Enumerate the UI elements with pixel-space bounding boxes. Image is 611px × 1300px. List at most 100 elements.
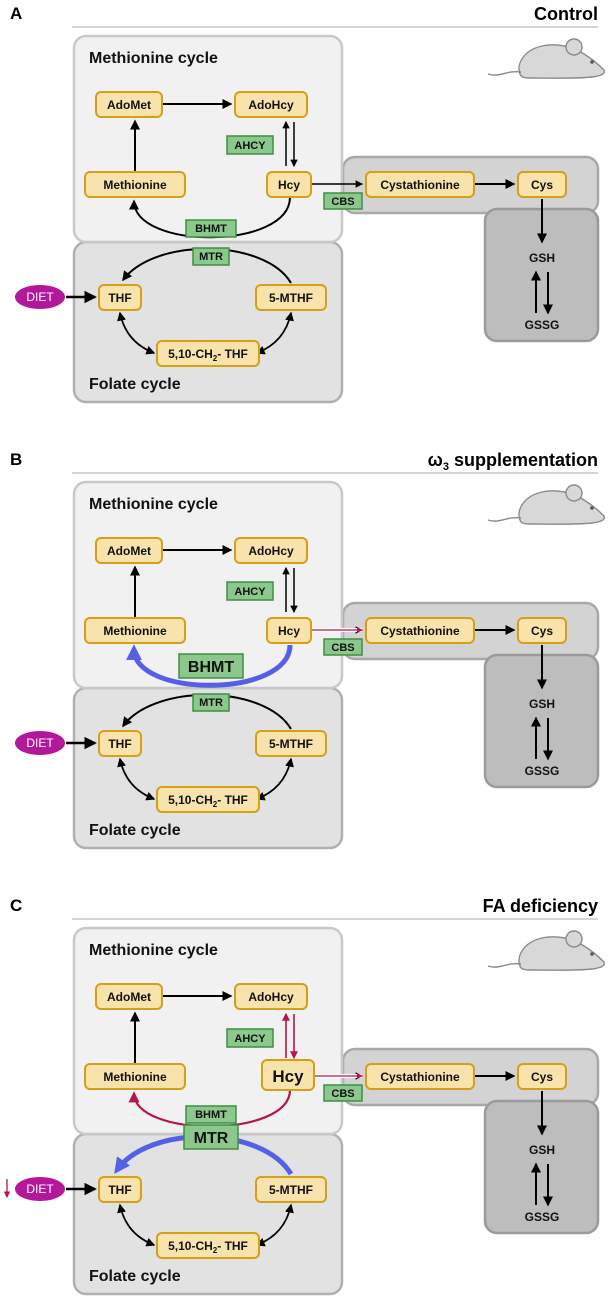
svg-text:CBS: CBS [331, 642, 354, 654]
svg-text:Cystathionine: Cystathionine [380, 1070, 460, 1084]
node-adohcy: AdoHcy [234, 983, 308, 1010]
node-cys: Cys [517, 1063, 567, 1090]
arrow-bhmt-enhanced [126, 644, 293, 688]
arrow-mthf-ch2thf [255, 757, 294, 801]
svg-text:Cys: Cys [531, 178, 553, 192]
folate-cycle-label: Folate cycle [89, 1268, 181, 1285]
svg-text:Methionine: Methionine [103, 1070, 167, 1084]
methionine-cycle-label: Methionine cycle [89, 496, 218, 513]
svg-text:BHMT: BHMT [195, 1109, 227, 1121]
node-gsh: GSH [529, 251, 555, 265]
svg-text:AHCY: AHCY [234, 586, 266, 598]
node-thf: THF [98, 1176, 142, 1203]
svg-text:AdoHcy: AdoHcy [248, 544, 294, 558]
panel-title: ω3 supplementation [428, 450, 598, 473]
node-cys: Cys [517, 171, 567, 198]
node-5-mthf: 5-MTHF [255, 1176, 327, 1203]
node-5-mthf: 5-MTHF [255, 730, 327, 757]
node-adomet: AdoMet [95, 91, 163, 118]
folate-cycle-label: Folate cycle [89, 376, 181, 393]
panel-a: Methionine cycle Folate cycle AdoMet Ado… [10, 4, 606, 404]
node-methionine: Methionine [84, 171, 186, 198]
svg-text:AdoMet: AdoMet [107, 990, 151, 1004]
node-cystathionine: Cystathionine [365, 1063, 475, 1090]
svg-text:Cys: Cys [531, 624, 553, 638]
enzyme-ahcy: AHCY [226, 1028, 274, 1048]
node-gsh: GSH [529, 697, 555, 711]
svg-text:Hcy: Hcy [278, 178, 300, 192]
arrow-mthf-ch2thf [255, 311, 294, 355]
diet-badge: DIET [15, 1177, 65, 1201]
enzyme-bhmt: BHMT [185, 1105, 237, 1124]
diet-badge: DIET [15, 285, 65, 309]
node-cystathionine: Cystathionine [365, 617, 475, 644]
node-adohcy: AdoHcy [234, 537, 308, 564]
svg-text:5-MTHF: 5-MTHF [269, 737, 313, 751]
mouse-icon [487, 484, 606, 525]
svg-text:AdoMet: AdoMet [107, 98, 151, 112]
svg-text:Hcy: Hcy [272, 1067, 304, 1086]
node-cys: Cys [517, 617, 567, 644]
svg-text:AHCY: AHCY [234, 140, 266, 152]
svg-text:MTR: MTR [199, 251, 223, 263]
svg-text:AdoHcy: AdoHcy [248, 990, 294, 1004]
svg-text:Hcy: Hcy [278, 624, 300, 638]
svg-text:AHCY: AHCY [234, 1033, 266, 1045]
node-gssg: GSSG [525, 1210, 560, 1224]
panel-layout: Methionine cycle Folate cycle AdoMet Ado… [15, 26, 606, 404]
node-adohcy: AdoHcy [234, 91, 308, 118]
enzyme-mtr-enlarged: MTR [183, 1124, 239, 1150]
svg-text:THF: THF [108, 1183, 131, 1197]
node-thf: THF [98, 730, 142, 757]
mouse-icon [487, 38, 606, 79]
node-gssg: GSSG [525, 764, 560, 778]
panel-title: Control [534, 4, 598, 24]
svg-text:DIET: DIET [26, 736, 54, 750]
panel-c: Methionine cycle Folate cycle AdoMet Ado… [3, 896, 606, 1296]
node-5-10-ch2-thf: 5,10-CH2- THF [156, 340, 260, 367]
svg-text:Cystathionine: Cystathionine [380, 178, 460, 192]
node-5-10-ch2-thf: 5,10-CH2- THF [156, 1232, 260, 1259]
methionine-cycle-label: Methionine cycle [89, 942, 218, 959]
node-hcy-enlarged: Hcy [261, 1059, 315, 1091]
svg-text:5,10-CH2- THF: 5,10-CH2- THF [168, 793, 248, 809]
node-methionine: Methionine [84, 1063, 186, 1090]
svg-text:Methionine: Methionine [103, 178, 167, 192]
enzyme-mtr: MTR [192, 693, 230, 712]
svg-text:AdoHcy: AdoHcy [248, 98, 294, 112]
svg-text:5-MTHF: 5-MTHF [269, 291, 313, 305]
node-methionine: Methionine [84, 617, 186, 644]
arrow-thf-ch2thf [117, 757, 156, 801]
svg-text:THF: THF [108, 291, 131, 305]
panel-letter: C [10, 896, 22, 915]
node-thf: THF [98, 284, 142, 311]
node-gsh: GSH [529, 1143, 555, 1157]
svg-text:DIET: DIET [26, 290, 54, 304]
methionine-cycle-label: Methionine cycle [89, 50, 218, 67]
svg-text:AdoMet: AdoMet [107, 544, 151, 558]
mouse-icon [487, 930, 606, 971]
svg-text:THF: THF [108, 737, 131, 751]
svg-text:Cys: Cys [531, 1070, 553, 1084]
enzyme-bhmt: BHMT [185, 219, 237, 238]
panel-layout: Methionine cycle Folate cycle AdoMet Ado… [15, 918, 606, 1296]
svg-text:BHMT: BHMT [188, 659, 234, 676]
panel-layout: Methionine cycle Folate cycle AdoMet Ado… [15, 472, 606, 850]
enzyme-cbs: CBS [323, 638, 363, 656]
enzyme-cbs: CBS [323, 192, 363, 210]
arrow-mthf-ch2thf [255, 1203, 294, 1247]
svg-text:5,10-CH2- THF: 5,10-CH2- THF [168, 347, 248, 363]
svg-text:CBS: CBS [331, 196, 354, 208]
node-hcy: Hcy [266, 171, 312, 198]
svg-text:Methionine: Methionine [103, 624, 167, 638]
panel-letter: B [10, 450, 22, 469]
svg-text:MTR: MTR [199, 697, 223, 709]
arrow-thf-ch2thf [117, 1203, 156, 1247]
enzyme-cbs: CBS [323, 1084, 363, 1102]
panel-title: FA deficiency [483, 896, 598, 916]
node-adomet: AdoMet [95, 537, 163, 564]
svg-text:BHMT: BHMT [195, 223, 227, 235]
svg-text:Cystathionine: Cystathionine [380, 624, 460, 638]
node-adomet: AdoMet [95, 983, 163, 1010]
